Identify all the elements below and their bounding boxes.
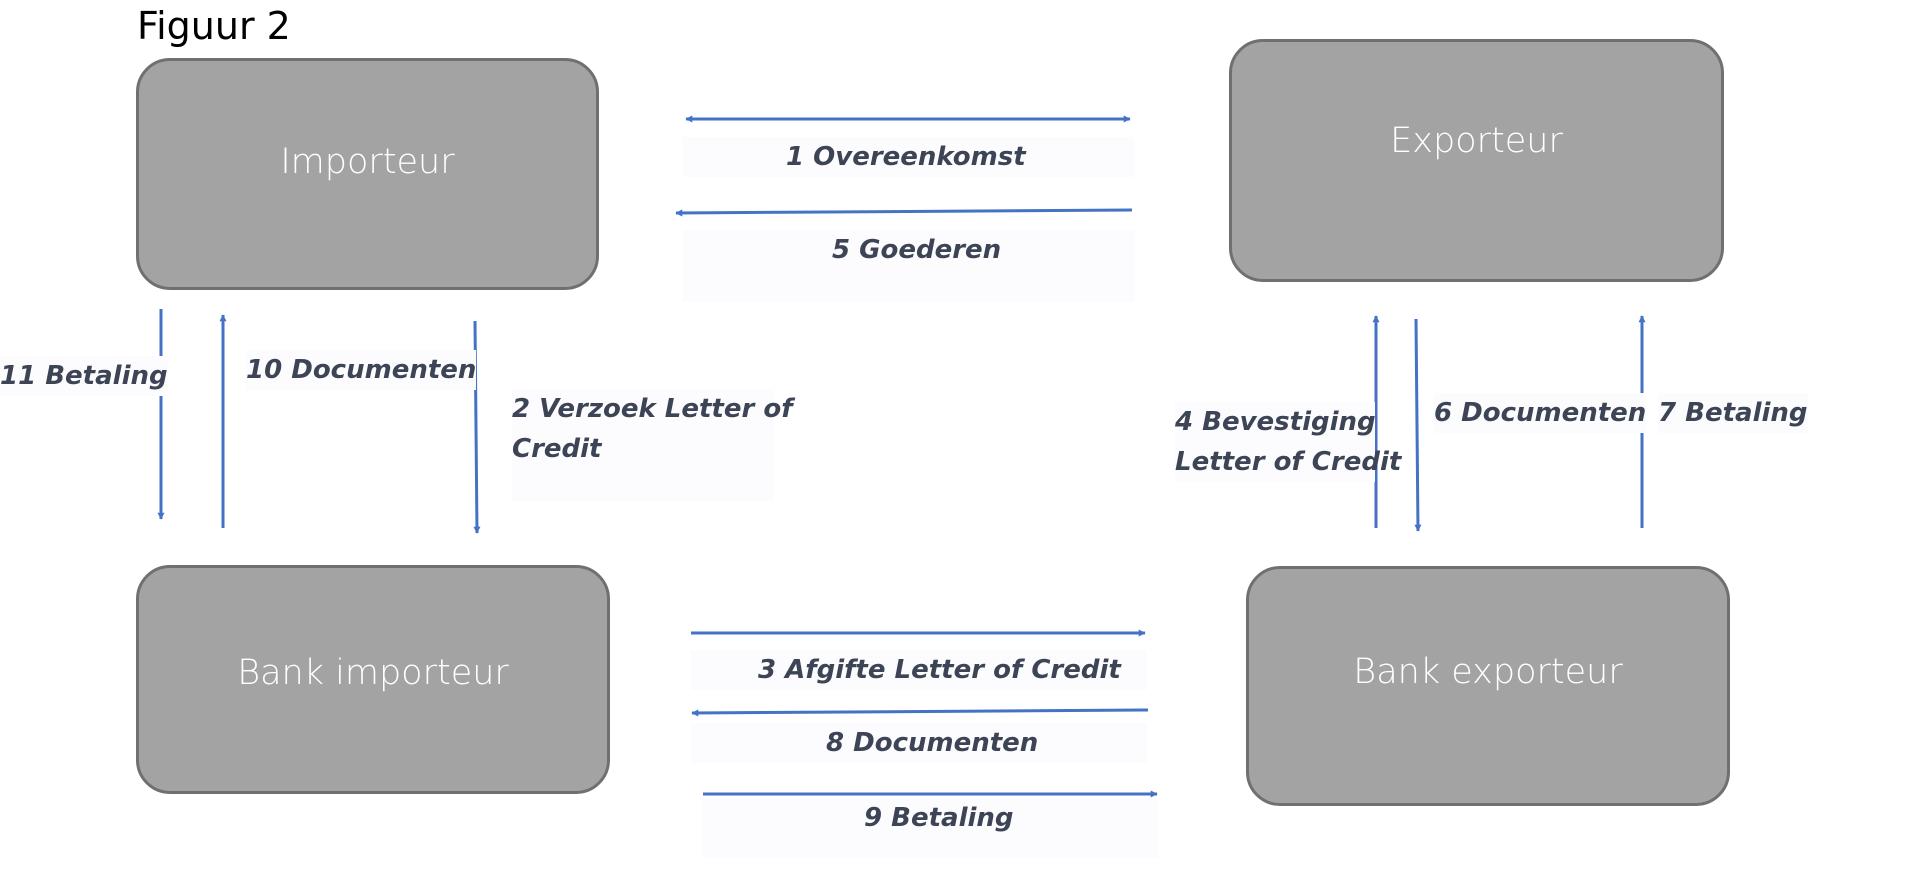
bank-importeur-label: Bank importeur xyxy=(237,652,509,693)
importeur-node: Importeur xyxy=(136,58,599,290)
flow-8-label: 8 Documenten xyxy=(691,723,1147,763)
importeur-label: Importeur xyxy=(280,142,455,182)
flow-2-label-line1: 2 Verzoek Letter of xyxy=(512,389,793,429)
flow-1-label: 1 Overeenkomst xyxy=(683,137,1135,177)
flow-10-label: 10 Documenten xyxy=(246,350,477,390)
flow-11-label: 11 Betaling xyxy=(0,356,168,396)
arrow-5-goederen xyxy=(675,208,1133,217)
figure-title: Figuur 2 xyxy=(137,4,291,48)
arrow-6-documenten xyxy=(1414,318,1422,532)
bank-exporteur-node: Bank exporteur xyxy=(1246,566,1730,806)
exporteur-node: Exporteur xyxy=(1229,39,1724,282)
bank-exporteur-label: Bank exporteur xyxy=(1353,652,1623,692)
flow-2-label-line2: Credit xyxy=(512,429,774,501)
flow-3-label: 3 Afgifte Letter of Credit xyxy=(691,650,1147,690)
bank-importeur-node: Bank importeur xyxy=(136,565,610,794)
flow-6-label: 6 Documenten xyxy=(1434,393,1647,433)
flow-4-label-line1: 4 Bevestiging xyxy=(1175,402,1376,442)
flow-9-label: 9 Betaling xyxy=(702,798,1158,858)
arrow-8-documenten xyxy=(691,708,1149,717)
exporteur-label: Exporteur xyxy=(1390,120,1563,161)
flow-4-label-line2: Letter of Credit xyxy=(1175,442,1401,482)
flow-5-label: 5 Goederen xyxy=(683,230,1135,302)
flow-7-label: 7 Betaling xyxy=(1658,393,1808,433)
